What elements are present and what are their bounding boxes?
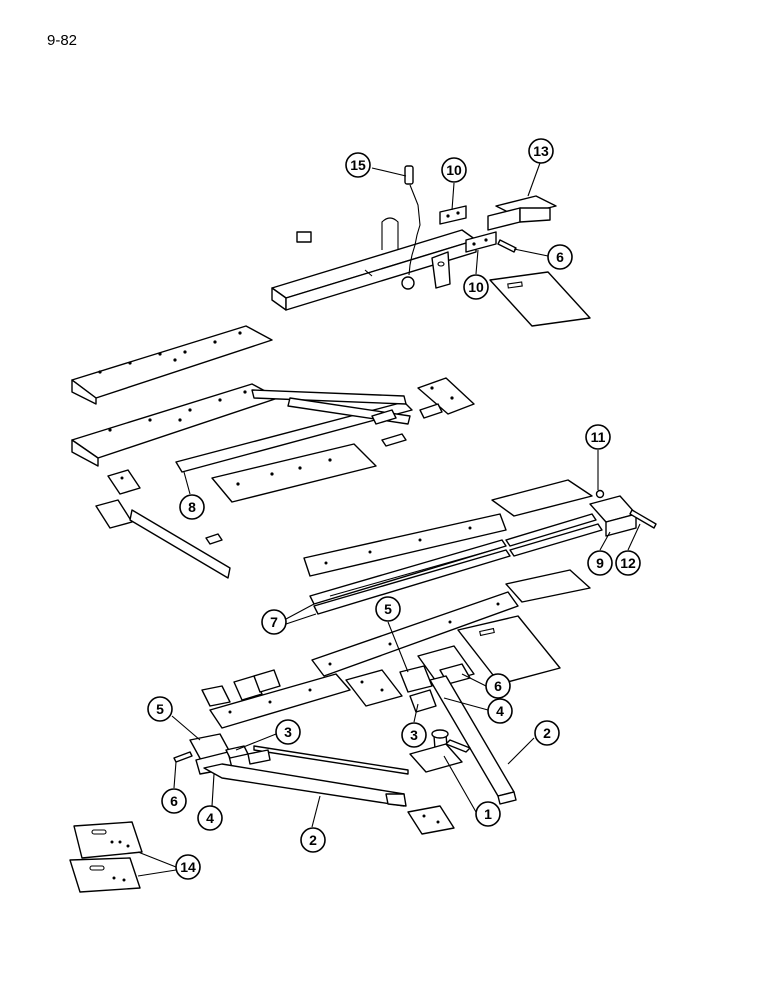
base-plate-middle [211,443,377,503]
plate-right-lower [457,615,561,685]
u-bolt [381,217,399,250]
bracket-13 [487,195,557,231]
svg-text:15: 15 [350,157,366,173]
divider-rods-7 [309,513,603,615]
callout: 2 [534,720,560,746]
callout: 6 [547,244,573,270]
callout: 4 [487,698,513,724]
callout: 11 [585,424,611,450]
svg-text:3: 3 [284,724,292,740]
hanger-plate [431,251,451,289]
pin-6-top [497,239,517,253]
callout: 5 [375,596,401,622]
callout: 8 [179,494,205,520]
bracket-3-left [225,745,249,759]
callout: 1 [475,801,501,827]
svg-text:6: 6 [556,249,564,265]
bracket-10-lower [465,231,497,253]
svg-text:8: 8 [188,499,196,515]
svg-text:2: 2 [543,725,551,741]
callout: 15 [345,152,371,178]
svg-text:11: 11 [591,429,606,445]
svg-text:2: 2 [309,832,317,848]
plate-top-right [489,271,591,327]
small-shims [371,403,443,447]
tie-rod [253,745,409,775]
corner-plate-lower [407,805,455,835]
svg-text:14: 14 [180,859,196,875]
callout: 2 [300,827,326,853]
callout: 4 [197,805,223,831]
pin-11 [595,489,605,499]
svg-text:5: 5 [156,701,164,717]
callout: 6 [485,673,511,699]
skid-shoes-14 [69,821,143,893]
hitch-arm-2-right [429,675,517,805]
svg-text:10: 10 [446,162,462,178]
svg-text:10: 10 [468,279,484,295]
upper-divider-panel [71,325,273,405]
svg-text:7: 7 [270,614,278,630]
callout: 7 [261,609,287,635]
safety-chain [401,165,421,290]
small-block [247,749,271,765]
svg-text:4: 4 [496,703,504,719]
callout: 5 [147,696,173,722]
svg-text:3: 3 [410,727,418,743]
support-bar [95,499,231,579]
skid-plate-right [311,569,591,677]
callout: 13 [528,138,554,164]
svg-text:1: 1 [484,806,492,822]
svg-text:4: 4 [206,810,214,826]
callout: 14 [175,854,201,880]
small-clip [296,231,312,243]
right-upper-shield [303,479,593,577]
bracket-9 [589,495,637,537]
callout: 9 [587,550,613,576]
callout: 12 [615,550,641,576]
left-bracket [107,469,141,495]
leader-lines [137,162,641,877]
callout: 10 [441,157,467,183]
callout: 3 [275,719,301,745]
bracket-10-upper [439,205,467,225]
svg-text:5: 5 [384,601,392,617]
svg-text:13: 13 [533,143,549,159]
bracket-3-right [409,689,437,713]
hitch-arm-2-left [203,763,407,807]
bracket-5-right [399,665,433,693]
svg-text:6: 6 [170,793,178,809]
callout: 3 [401,722,427,748]
plate-center [345,669,403,707]
callout: 10 [463,274,489,300]
pin-12 [629,509,657,529]
left-plates [201,669,351,729]
callout: 6 [161,788,187,814]
svg-text:9: 9 [596,555,604,571]
svg-text:12: 12 [620,555,636,571]
page-number: 9-82 [47,32,78,49]
svg-text:6: 6 [494,678,502,694]
